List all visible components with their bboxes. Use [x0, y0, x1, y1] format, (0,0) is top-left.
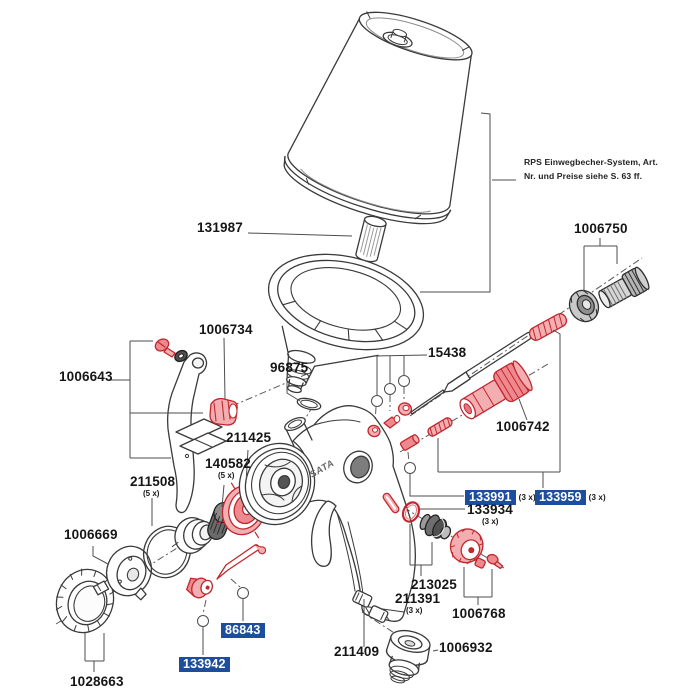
part-wingnut-1006734 — [209, 397, 238, 426]
part-screw-small — [486, 553, 504, 570]
label-1028663-text: 1028663 — [70, 674, 124, 689]
label-140582-text: 140582 — [205, 456, 251, 471]
label-211508-qty: (5 x) — [143, 489, 160, 498]
leader-circle-markers — [197, 375, 416, 627]
rps-note-line1: RPS Einwegbecher-System, Art. — [524, 157, 658, 167]
label-96875: 96875 — [270, 360, 308, 375]
part-fitting-1006750 — [568, 266, 650, 323]
part-seal-96875 — [296, 397, 322, 411]
part-washer — [174, 349, 188, 363]
label-211425-text: 211425 — [226, 430, 272, 445]
label-211425: 211425 — [226, 430, 271, 445]
label-211508-text: 211508 — [130, 474, 176, 489]
part-spring-133959 — [528, 313, 568, 341]
part-trigger-1006643 — [167, 352, 227, 514]
part-oring-211508 — [142, 525, 192, 579]
label-133991-box[interactable]: 133991 — [465, 490, 516, 505]
label-86843-box[interactable]: 86843 — [221, 623, 265, 638]
part-aircap-1006669 — [92, 545, 153, 601]
label-211409-text: 211409 — [334, 644, 380, 659]
part-needle-86843 — [216, 544, 267, 580]
label-211391-qty: (3 x) — [406, 606, 423, 615]
part-seals-15438 — [367, 402, 413, 438]
label-86843: 86843 — [221, 622, 265, 638]
part-gun-body: SATA — [238, 405, 416, 622]
part-valve-213025 — [419, 513, 452, 540]
label-211391: 211391 — [395, 591, 440, 606]
label-1006742-text: 1006742 — [496, 419, 550, 434]
part-packing-133991 — [399, 417, 453, 451]
part-clips-211409 — [352, 589, 389, 623]
part-small-spring — [427, 417, 453, 437]
label-1028663: 1028663 — [70, 674, 124, 689]
label-133934-text: 133934 — [467, 502, 513, 517]
part-rps-cup — [283, 11, 473, 225]
label-213025: 213025 — [411, 577, 457, 592]
label-133991-qty: (3 x) — [518, 492, 536, 502]
part-oring-133934 — [401, 501, 421, 523]
leader-lines — [84, 112, 618, 672]
label-133959-qty: (3 x) — [588, 492, 606, 502]
label-133942: 133942 — [179, 656, 230, 672]
label-1006734-text: 1006734 — [199, 322, 253, 337]
label-140582: 140582 — [205, 456, 251, 471]
part-nozzle-133942 — [186, 577, 214, 599]
label-133934: 133934 — [467, 502, 513, 517]
label-1006768-text: 1006768 — [452, 606, 506, 621]
label-1006643-text: 1006643 — [59, 369, 113, 384]
label-133942-box[interactable]: 133942 — [179, 657, 230, 672]
label-1006750-text: 1006750 — [574, 221, 628, 236]
label-133959: 133959(3 x) — [535, 489, 606, 505]
label-1006750: 1006750 — [574, 221, 628, 236]
label-211508: 211508 — [130, 474, 175, 489]
label-1006734: 1006734 — [199, 322, 253, 337]
label-140582-qty: (5 x) — [218, 471, 235, 480]
part-pin-211391 — [382, 492, 400, 514]
label-1006669: 1006669 — [64, 527, 118, 542]
label-133991: 133991(3 x) — [465, 489, 536, 505]
part-trigger-screw — [154, 338, 188, 363]
label-131987-text: 131987 — [197, 220, 243, 235]
part-knob-1006742 — [459, 360, 533, 420]
label-1006643: 1006643 — [59, 369, 113, 384]
label-15438: 15438 — [428, 345, 466, 360]
label-133934-qty: (3 x) — [482, 517, 499, 526]
label-211391-text: 211391 — [395, 591, 441, 606]
label-1006742: 1006742 — [496, 419, 550, 434]
label-213025-text: 213025 — [411, 577, 457, 592]
label-1006932: 1006932 — [439, 640, 493, 655]
label-1006768: 1006768 — [452, 606, 506, 621]
part-filter-131987 — [355, 215, 387, 263]
label-133959-box[interactable]: 133959 — [535, 490, 586, 505]
label-131987: 131987 — [197, 220, 243, 235]
part-connector-1006932 — [385, 629, 431, 684]
label-1006932-text: 1006932 — [439, 640, 493, 655]
label-15438-text: 15438 — [428, 345, 467, 360]
rps-note-line2: Nr. und Preise siehe S. 63 ff. — [524, 171, 643, 181]
part-funnel — [267, 253, 425, 394]
part-knob-1006768 — [449, 528, 486, 569]
label-96875-text: 96875 — [270, 360, 309, 375]
label-1006669-text: 1006669 — [64, 527, 118, 542]
label-211409: 211409 — [334, 644, 379, 659]
